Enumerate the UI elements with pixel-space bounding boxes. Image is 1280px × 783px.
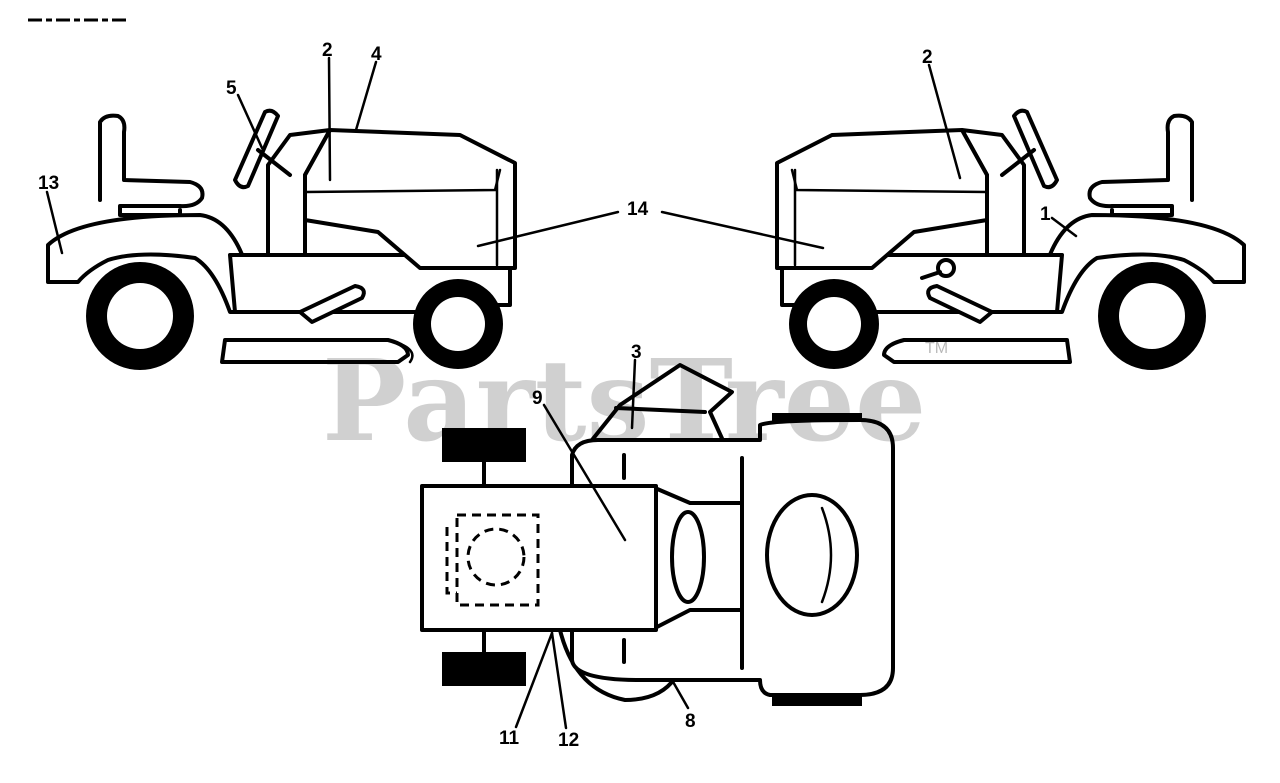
watermark-trademark: TM [925, 340, 948, 357]
callout-4: 4 [371, 44, 382, 65]
watermark-text: PartsTree [322, 336, 926, 467]
callout-14: 14 [627, 199, 649, 220]
tractor-top-view [420, 363, 895, 706]
callout-13: 13 [38, 173, 59, 194]
callout-9: 9 [532, 388, 543, 409]
callout-3: 3 [631, 342, 642, 363]
leader-lines [45, 56, 1078, 730]
callout-2-left: 2 [322, 40, 333, 61]
callout-2-right: 2 [922, 47, 933, 68]
callout-5: 5 [226, 78, 237, 99]
tractor-right-side-view [775, 108, 1246, 370]
callout-1: 1 [1040, 204, 1051, 225]
callout-12: 12 [558, 730, 579, 751]
callout-8: 8 [685, 711, 696, 732]
callout-11: 11 [499, 728, 520, 749]
tractor-left-side-view [46, 108, 517, 370]
